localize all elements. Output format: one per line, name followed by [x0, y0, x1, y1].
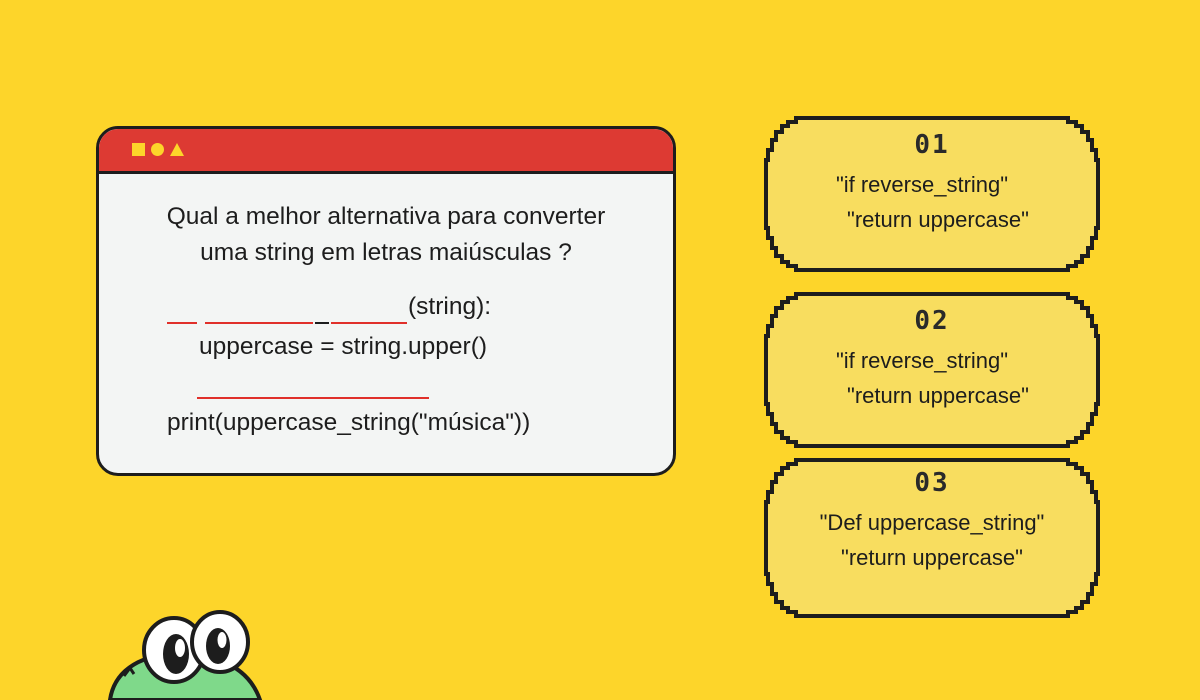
question-text: Qual a melhor alternativa para converter…	[99, 199, 673, 271]
circle-icon	[151, 143, 164, 156]
question-window: Qual a melhor alternativa para converter…	[96, 126, 676, 476]
option-1-line-2: "return uppercase"	[847, 207, 1029, 232]
code-line-2: uppercase = string.upper()	[199, 333, 488, 360]
titlebar-icons	[132, 143, 184, 156]
option-3-number: 03	[914, 468, 950, 498]
blank-function-name-part-2[interactable]	[331, 322, 407, 324]
blank-keyword[interactable]	[167, 322, 197, 324]
option-2[interactable]: 02 "if reverse_string" "return uppercase…	[764, 292, 1100, 448]
question-line-2: uma string em letras maiúsculas ?	[200, 239, 572, 266]
blank-return-statement[interactable]	[197, 397, 429, 399]
option-3[interactable]: 03 "Def uppercase_string" "return upperc…	[764, 458, 1100, 618]
blank-function-name-part-1[interactable]	[205, 322, 313, 324]
option-3-line-2: "return uppercase"	[841, 545, 1023, 570]
code-line-1-suffix: (string):	[408, 293, 492, 320]
option-2-line-2: "return uppercase"	[847, 383, 1029, 408]
option-2-line-1: "if reverse_string"	[835, 348, 1009, 373]
frog-mascot-icon	[107, 610, 263, 700]
square-icon	[132, 143, 145, 156]
question-line-1: Qual a melhor alternativa para converter	[166, 203, 606, 230]
code-line-4: print(uppercase_string("música"))	[167, 409, 531, 436]
code-snippet: (string): uppercase = string.upper() pri…	[99, 129, 673, 473]
option-2-number: 02	[914, 306, 950, 336]
window-titlebar	[99, 129, 673, 174]
option-1[interactable]: 01 "if reverse_string" "return uppercase…	[764, 116, 1100, 272]
option-1-line-1: "if reverse_string"	[835, 172, 1009, 197]
underscore-separator	[315, 322, 329, 324]
option-3-line-1: "Def uppercase_string"	[819, 510, 1045, 535]
option-1-number: 01	[914, 130, 950, 160]
triangle-icon	[170, 143, 184, 156]
